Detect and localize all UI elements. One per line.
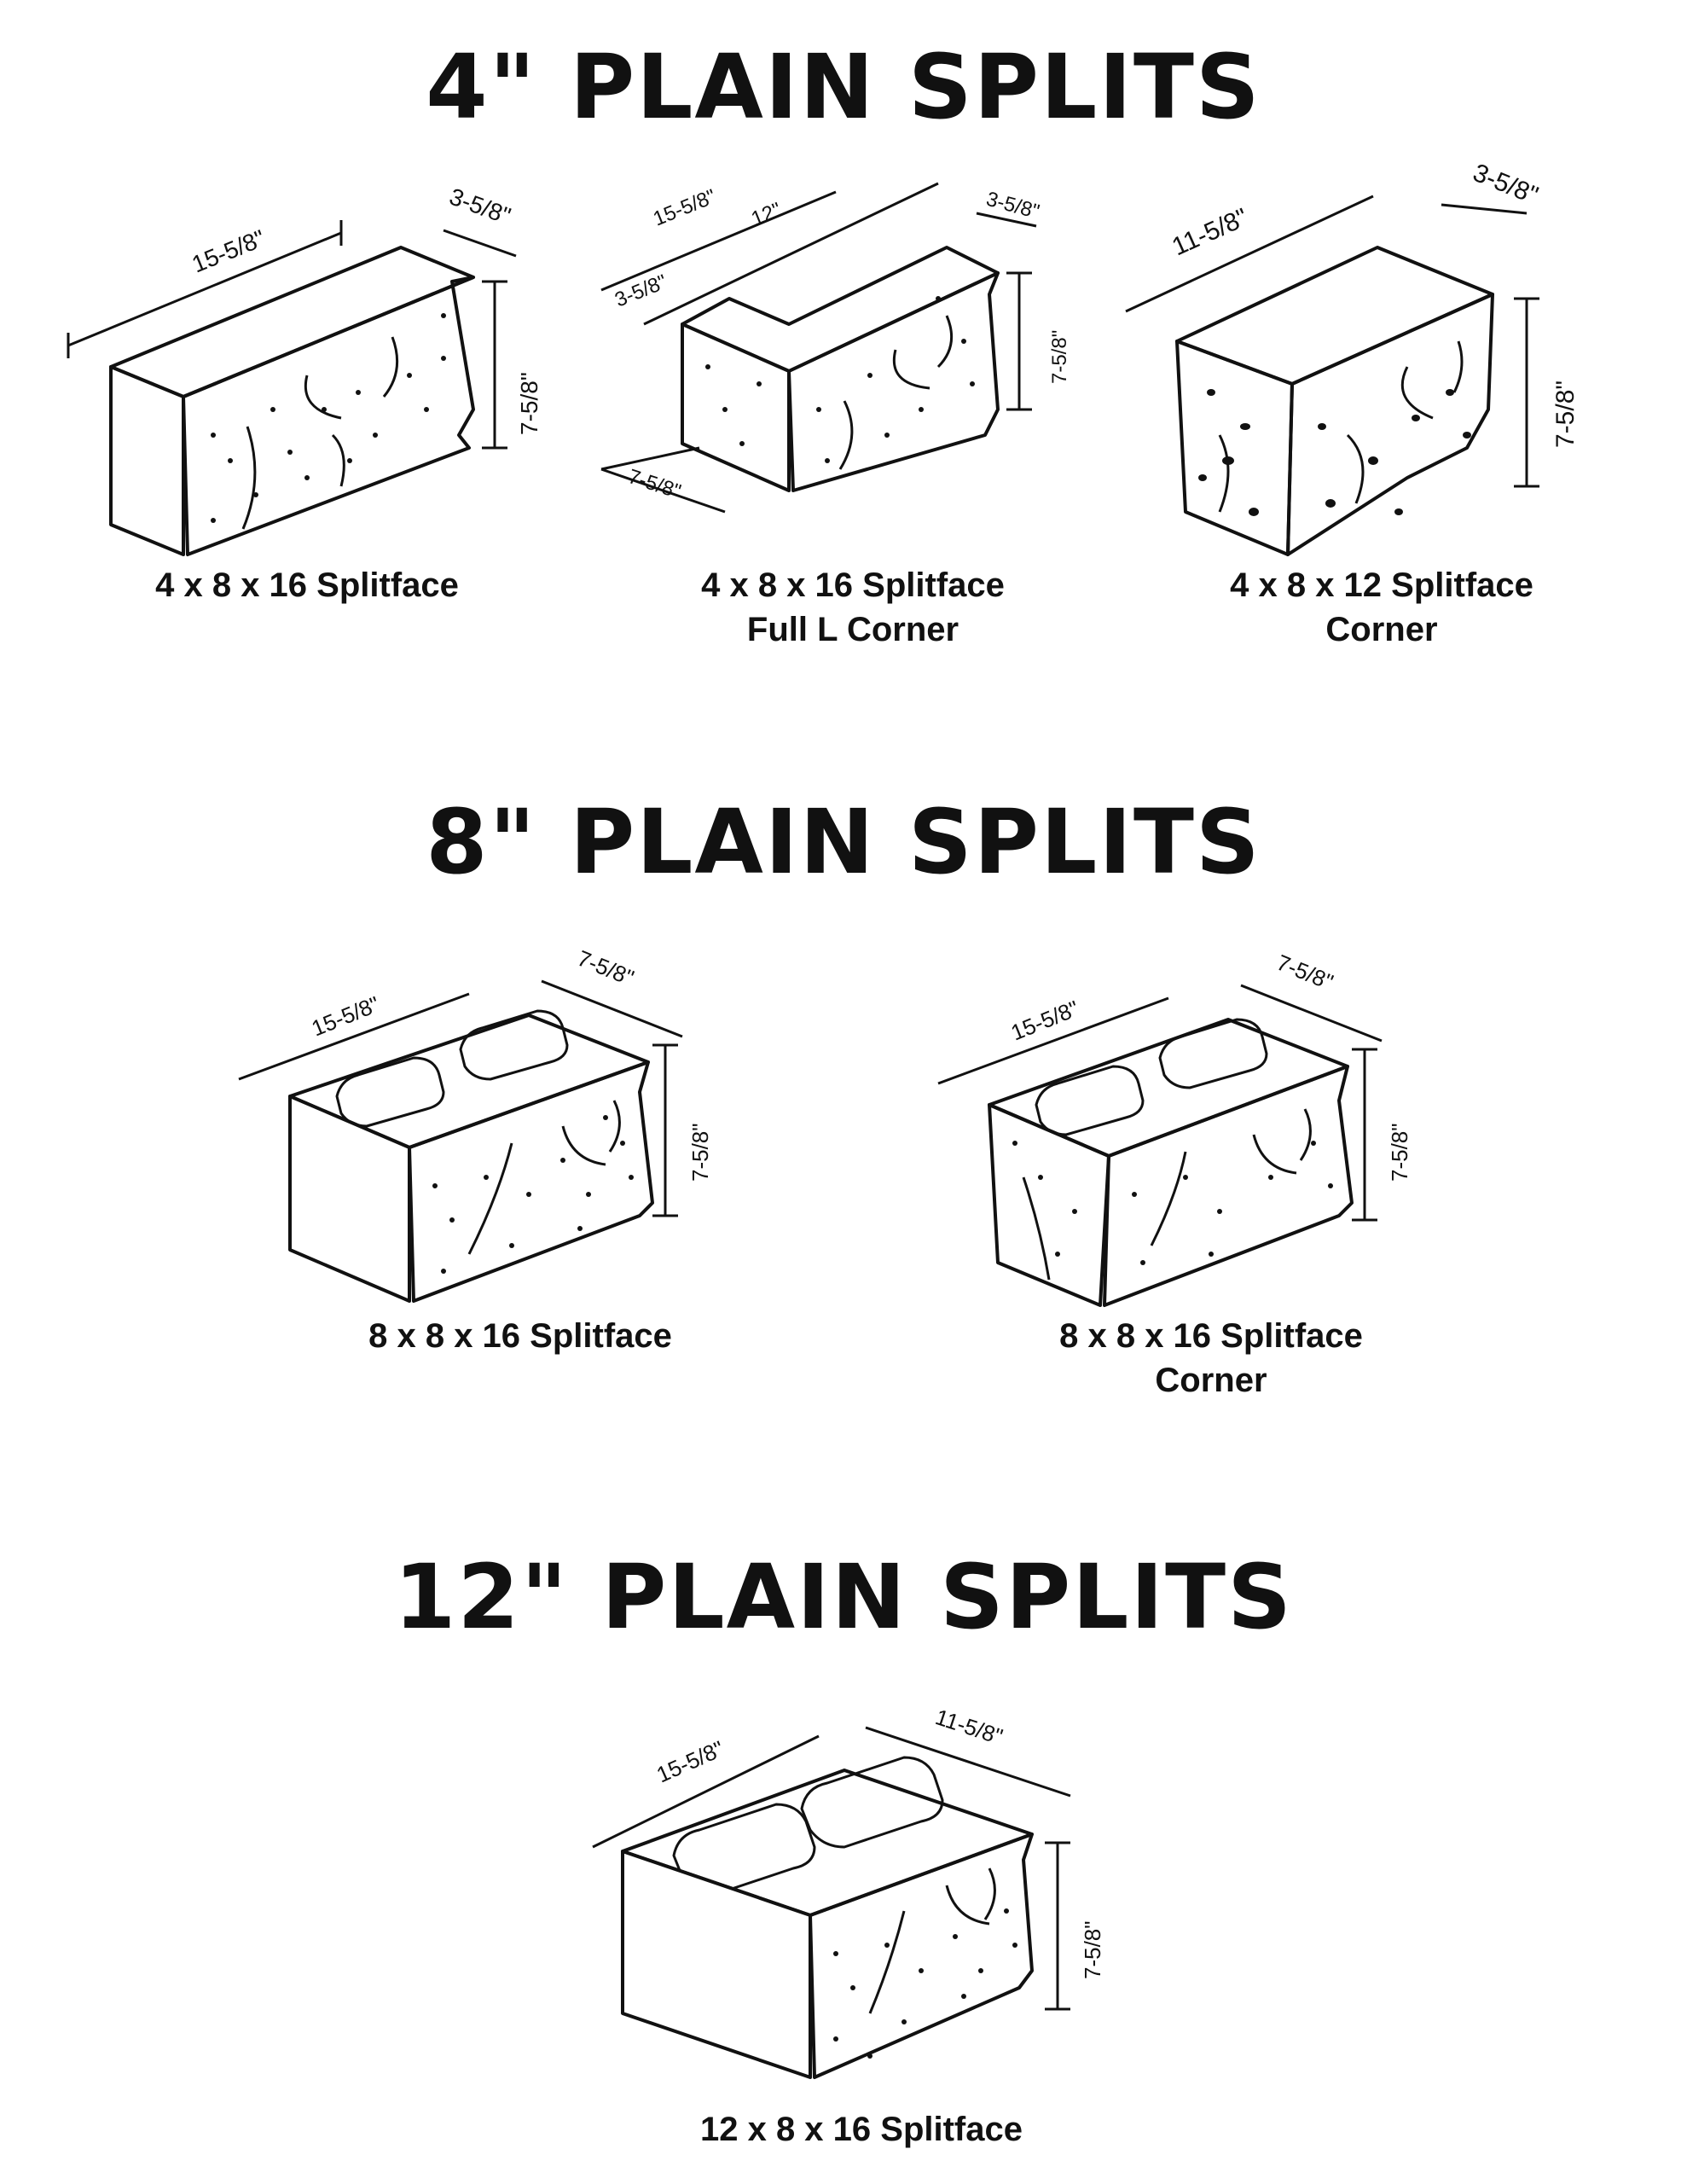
dim-length: 15-5/8": [650, 185, 719, 231]
block-drawing: 15-5/8" 12" 3-5/8" 3-5/8" 7-5/8" 7-5/8": [600, 182, 1071, 514]
dim-height: 7-5/8": [516, 372, 542, 435]
dim-height: 7-5/8": [1048, 330, 1071, 384]
section-title-12in: 12" PLAIN SPLITS: [394, 1545, 1293, 1649]
block-4x8x16-splitface: 15-5/8" 3-5/8" 7-5/8" 4 x 8 x 16 Splitfa…: [51, 154, 563, 631]
caption-line-1: 8 x 8 x 16 Splitface: [368, 1317, 672, 1355]
caption-line-2: Corner: [1155, 1362, 1267, 1399]
section-title-8in: 8" PLAIN SPLITS: [426, 790, 1261, 894]
dim-length: 15-5/8": [188, 224, 269, 277]
caption-line-1: 8 x 8 x 16 Splitface: [1059, 1317, 1363, 1355]
caption-line-1: 4 x 8 x 12 Splitface: [1230, 566, 1533, 604]
block-drawing: 15-5/8" 11-5/8" 7-5/8": [592, 1704, 1105, 2079]
block-drawing: 15-5/8" 3-5/8" 7-5/8": [67, 183, 542, 556]
block-drawing: 15-5/8" 7-5/8" 7-5/8": [238, 945, 713, 1303]
dim-height: 7-5/8": [1551, 380, 1580, 448]
dim-length: 15-5/8": [652, 1735, 728, 1787]
caption-line-1: 4 x 8 x 16 Splitface: [701, 566, 1005, 604]
caption: 4 x 8 x 12 Splitface Corner: [1126, 563, 1638, 652]
caption: 4 x 8 x 16 Splitface: [51, 563, 563, 607]
dim-height: 7-5/8": [687, 1124, 713, 1182]
block-8x8x16-splitface: 15-5/8" 7-5/8" 7-5/8" 8 x 8 x 16 Splitfa…: [238, 921, 802, 1416]
dim-width: 7-5/8": [574, 945, 638, 990]
dim-width: 3-5/8": [446, 183, 514, 229]
caption: 12 x 8 x 16 Splitface: [580, 2107, 1143, 2152]
block-4x8x16-full-l-corner: 15-5/8" 12" 3-5/8" 3-5/8" 7-5/8" 7-5/8" …: [588, 154, 1117, 665]
dim-width: 11-5/8": [932, 1704, 1006, 1750]
section-title-4in: 4" PLAIN SPLITS: [426, 35, 1261, 139]
dim-height: 7-5/8": [1387, 1124, 1412, 1182]
caption: 8 x 8 x 16 Splitface Corner: [930, 1314, 1493, 1403]
caption-line-1: 4 x 8 x 16 Splitface: [155, 566, 459, 604]
dim-width: 7-5/8": [1273, 950, 1337, 995]
dim-width: 3-5/8": [1469, 159, 1542, 210]
dim-height: 7-5/8": [1080, 1921, 1105, 1980]
block-8x8x16-corner: 15-5/8" 7-5/8" 7-5/8" 8 x 8 x 16 Splitfa…: [930, 921, 1493, 1433]
dim-depth: 7-5/8": [625, 465, 683, 503]
block-12x8x16-splitface: 15-5/8" 11-5/8" 7-5/8" 12 x 8 x 16 Split…: [580, 1698, 1143, 2175]
dim-width: 3-5/8": [983, 188, 1041, 224]
dim-length: 11-5/8": [1168, 203, 1252, 261]
caption-line-1: 12 x 8 x 16 Splitface: [699, 2111, 1023, 2148]
dim-length: 15-5/8": [308, 991, 383, 1042]
caption-line-2: Corner: [1325, 611, 1438, 648]
caption: 4 x 8 x 16 Splitface Full L Corner: [588, 563, 1117, 652]
dim-length: 15-5/8": [1007, 996, 1082, 1046]
caption: 8 x 8 x 16 Splitface: [239, 1314, 802, 1358]
block-4x8x12-corner: 11-5/8" 3-5/8" 7-5/8" 4 x 8 x 12 Splitfa…: [1125, 154, 1638, 665]
caption-line-2: Full L Corner: [746, 611, 959, 648]
block-drawing: 11-5/8" 3-5/8" 7-5/8": [1125, 159, 1580, 556]
dim-return: 3-5/8": [612, 270, 670, 312]
block-drawing: 15-5/8" 7-5/8" 7-5/8": [937, 950, 1412, 1307]
